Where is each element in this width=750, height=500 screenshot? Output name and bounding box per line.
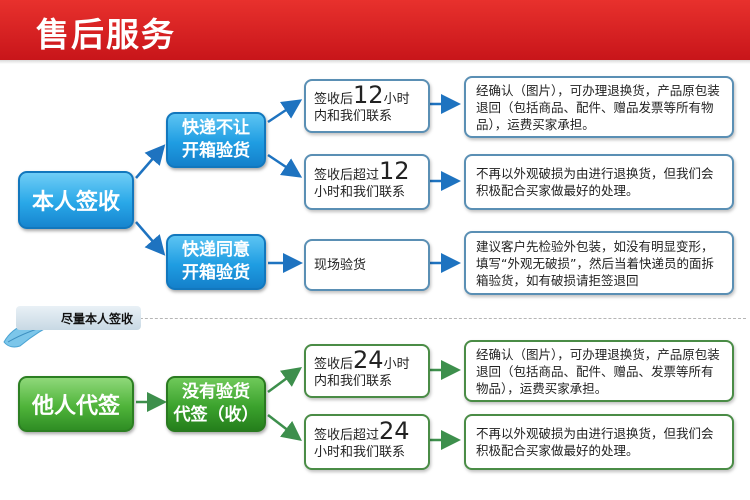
header-banner: 售后服务 — [0, 0, 750, 60]
inspect-line2: 开箱验货 — [182, 263, 250, 283]
over-12-box: 签收后超过12 小时和我们联系 — [304, 154, 430, 210]
proxy-no-inspect-line2: 代签（收） — [173, 405, 259, 425]
note-text: 尽量本人签收 — [60, 311, 133, 326]
within-24-box: 签收后24小时 内和我们联系 — [304, 344, 430, 398]
over-24-prefix: 签收后超过 — [314, 428, 380, 443]
header-shadow — [0, 60, 750, 64]
on-site-inspect-text: 现场验货 — [314, 257, 367, 273]
over-24-box: 签收后超过24 小时和我们联系 — [304, 414, 430, 470]
within-24-desc-box: 经确认（图片），可办理退换货，产品原包装退回（包括商品、配件、赠品、发票等所有物… — [464, 340, 734, 402]
arrow-proxy-no-inspect-to-within24 — [267, 367, 303, 394]
over-12-prefix: 签收后超过 — [314, 168, 380, 183]
arrow-no-inspect-to-over12 — [267, 153, 303, 178]
inspect-label: 快递同意 开箱验货 — [166, 234, 266, 290]
within-12-line2: 内和我们联系 — [314, 109, 393, 124]
self-sign-text: 本人签收 — [31, 190, 120, 215]
no-inspect-line2: 开箱验货 — [182, 141, 250, 161]
within-12-desc-box: 经确认（图片），可办理退换货，产品原包装退回（包括商品、配件、赠品发票等所有物品… — [464, 76, 734, 138]
on-site-desc: 建议客户先检验外包装，如没有明显变形，填写“外观无破损”，然后当着快递员的面拆箱… — [476, 238, 714, 288]
over-24-number: 24 — [379, 417, 410, 445]
within-12-prefix: 签收后 — [314, 92, 354, 107]
over-24-line2: 小时和我们联系 — [314, 445, 406, 460]
over-24-desc: 不再以外观破损为由进行退换货，但我们会积极配合买家做最好的处理。 — [476, 426, 714, 458]
proxy-sign-text: 他人代签 — [31, 394, 120, 419]
proxy-sign-label: 他人代签 — [18, 376, 134, 432]
within-24-prefix: 签收后 — [314, 357, 354, 372]
arrow-self-to-inspect — [135, 221, 166, 256]
proxy-no-inspect-line1: 没有验货 — [182, 382, 250, 402]
over-12-desc-box: 不再以外观破损为由进行退换货，但我们会积极配合买家做最好的处理。 — [464, 154, 734, 210]
over-12-desc: 不再以外观破损为由进行退换货，但我们会积极配合买家做最好的处理。 — [476, 166, 714, 198]
within-12-desc: 经确认（图片），可办理退换货，产品原包装退回（包括商品、配件、赠品发票等所有物品… — [476, 82, 720, 132]
within-12-suffix: 小时 — [383, 92, 410, 107]
inspect-line1: 快递同意 — [182, 240, 250, 260]
over-12-line2: 小时和我们联系 — [314, 185, 406, 200]
on-site-inspect-box: 现场验货 — [304, 239, 430, 291]
on-site-desc-box: 建议客户先检验外包装，如没有明显变形，填写“外观无破损”，然后当着快递员的面拆箱… — [464, 231, 734, 295]
within-24-number: 24 — [353, 346, 384, 374]
page-title: 售后服务 — [36, 15, 176, 54]
note-badge: 尽量本人签收 — [16, 306, 141, 330]
no-inspect-label: 快递不让 开箱验货 — [166, 112, 266, 168]
no-inspect-line1: 快递不让 — [182, 118, 250, 138]
within-24-suffix: 小时 — [383, 357, 410, 372]
arrow-no-inspect-to-within12 — [267, 99, 303, 124]
section-divider — [110, 318, 746, 319]
within-12-number: 12 — [353, 81, 384, 109]
arrow-self-to-no-inspect — [135, 144, 166, 179]
self-sign-label: 本人签收 — [18, 171, 134, 229]
proxy-no-inspect-label: 没有验货 代签（收） — [166, 376, 266, 432]
over-24-desc-box: 不再以外观破损为由进行退换货，但我们会积极配合买家做最好的处理。 — [464, 414, 734, 470]
arrow-proxy-no-inspect-to-over24 — [267, 414, 302, 442]
within-12-box: 签收后12小时 内和我们联系 — [304, 79, 430, 133]
within-24-desc: 经确认（图片），可办理退换货，产品原包装退回（包括商品、配件、赠品、发票等所有物… — [476, 346, 720, 396]
over-12-number: 12 — [379, 157, 410, 185]
within-24-line2: 内和我们联系 — [314, 374, 393, 389]
